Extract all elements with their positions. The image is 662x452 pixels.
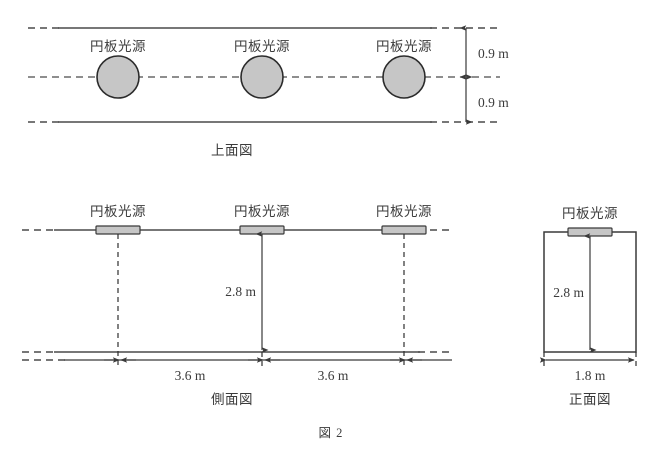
top-view-lamp-label-2: 円板光源: [234, 39, 290, 54]
front-view-lamp-bar: [567, 227, 613, 237]
top-view-upper-dimension-label: 0.9 m: [478, 46, 509, 61]
side-view-group: 円板光源 円板光源 円板光源 2.8 m 3.6 m 3.6 m 側面図: [22, 204, 452, 407]
side-view-lamp-label-2: 円板光源: [234, 204, 290, 219]
front-view-height-dimension-label: 2.8 m: [553, 285, 584, 300]
top-view-lower-dimension-label: 0.9 m: [478, 95, 509, 110]
top-view-group: 円板光源 円板光源 円板光源 0.9 m 0.9 m 上面図: [28, 25, 509, 158]
side-view-lamp-label-1: 円板光源: [90, 204, 146, 219]
side-view-lamp-bar-1: [95, 225, 141, 235]
side-view-lamp-label-3: 円板光源: [376, 204, 432, 219]
front-view-width-dimension-label: 1.8 m: [575, 368, 606, 383]
side-view-lamp-bar-2: [239, 225, 285, 235]
side-view-spacing-label-right: 3.6 m: [318, 368, 349, 383]
front-view-lamp-label: 円板光源: [562, 206, 618, 221]
top-view-lamp-label-3: 円板光源: [376, 39, 432, 54]
top-view-disc-lamp-2: [240, 55, 284, 99]
top-view-disc-lamp-1: [96, 55, 140, 99]
front-view-group: 円板光源 2.8 m 1.8 m 正面図: [539, 206, 637, 407]
top-view-label: 上面図: [211, 143, 253, 158]
top-view-disc-lamp-3: [382, 55, 426, 99]
side-view-label: 側面図: [211, 392, 253, 407]
side-view-spacing-label-left: 3.6 m: [175, 368, 206, 383]
side-view-lamp-bar-3: [381, 225, 427, 235]
front-view-label: 正面図: [569, 392, 611, 407]
top-view-lamp-label-1: 円板光源: [90, 39, 146, 54]
side-view-height-dimension-label: 2.8 m: [225, 284, 256, 299]
figure-caption: 図 2: [319, 426, 344, 440]
